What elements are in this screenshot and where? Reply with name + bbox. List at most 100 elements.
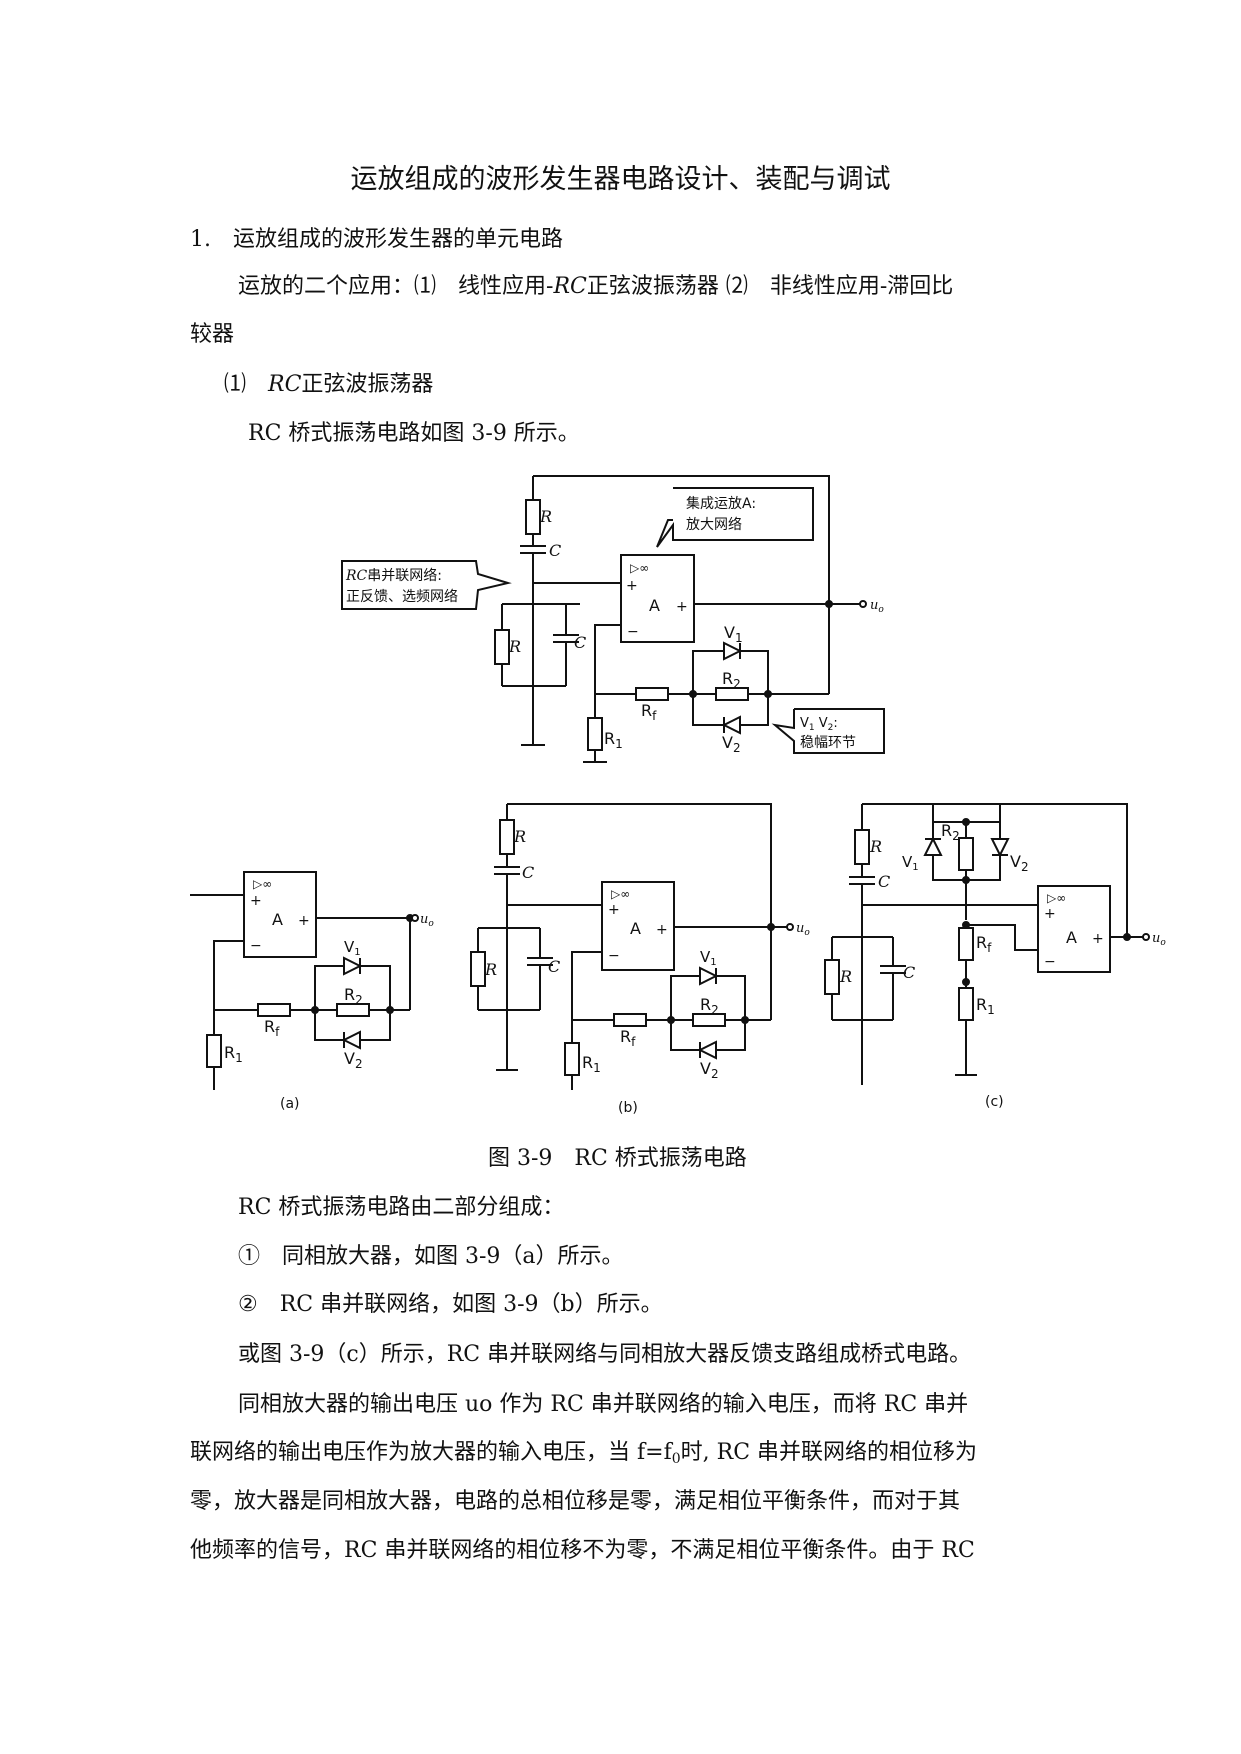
lbl-main-V2: V2	[722, 733, 741, 755]
paragraph-long-line-2: 联网络的输出电压作为放大器的输入电压，当 f=f0时, RC 串并联网络的相位移…	[190, 1438, 977, 1474]
lbl-a-V1: V1	[344, 938, 361, 958]
callout-rc-rest: 串并联网络:	[367, 568, 442, 584]
lbl-main-R1: R1	[604, 729, 623, 751]
list-item-1: ① 同相放大器，如图 3-9（a）所示。	[238, 1244, 624, 1269]
lbl-a-inf: ▷∞	[253, 877, 272, 891]
R2-a	[337, 1004, 369, 1016]
lbl-b-Rf: Rf	[620, 1027, 636, 1049]
sub-circuit-b	[471, 804, 794, 1090]
callout-rc-line1: RC串并联网络:	[345, 568, 442, 584]
lbl-b-A: A	[630, 919, 641, 938]
lbl-c-R1: R1	[976, 995, 995, 1017]
lbl-b-V2: V2	[700, 1059, 719, 1081]
paragraph-parts: RC 桥式振荡电路由二部分组成：	[238, 1195, 565, 1220]
lbl-a-V1-s: 1	[354, 947, 360, 958]
R-parallel-b	[471, 952, 485, 986]
lbl-sub-a: (a)	[280, 1096, 300, 1112]
lbl-b-Rf-r: R	[620, 1027, 631, 1046]
lbl-c-Rp: R	[839, 967, 852, 986]
lbl-main-Cp: C	[574, 633, 586, 652]
lbl-b-V1-v: V	[700, 948, 711, 966]
callout-opamp-line2: 放大网络	[686, 517, 742, 533]
R1-a	[207, 1035, 221, 1067]
lbl-c-R: R	[869, 837, 882, 856]
R2-b	[693, 1014, 725, 1026]
main-opamp	[621, 555, 694, 642]
sub1-rest: 正弦波振荡器	[301, 372, 434, 397]
lbl-b-V1-s: 1	[710, 957, 716, 968]
callout-v-line1: V1 V2:	[800, 716, 838, 733]
main-diode-V1	[724, 643, 740, 659]
lbl-main-inf: ▷∞	[630, 561, 649, 575]
figure-intro: RC 桥式振荡电路如图 3-9 所示。	[248, 421, 580, 446]
callout-rc	[342, 561, 508, 609]
p-long-2sub: 0	[671, 1451, 681, 1467]
lbl-main-V1: V1	[724, 623, 743, 645]
lbl-a-R2-s: 2	[355, 993, 363, 1007]
main-diode-V2	[724, 717, 740, 733]
lbl-main-plus2: +	[676, 599, 688, 615]
lbl-b-C: C	[522, 863, 534, 882]
lbl-a-Rf: Rf	[264, 1017, 280, 1039]
paragraph-long-line-1: 同相放大器的输出电压 uo 作为 RC 串并联网络的输入电压，而将 RC 串并	[238, 1392, 969, 1417]
lbl-b-V1: V1	[700, 948, 717, 968]
lbl-a-R1-r: R	[224, 1043, 235, 1062]
lbl-a-uo-o: o	[428, 919, 434, 929]
lbl-c-plus: +	[1044, 906, 1056, 922]
lbl-a-V2-s: 2	[355, 1057, 363, 1071]
lbl-main-R2-r: R	[722, 669, 733, 688]
lbl-b-R1-s: 1	[593, 1061, 601, 1075]
lbl-c-R2: R2	[941, 821, 960, 843]
lbl-main-R: R	[539, 507, 552, 526]
sub1-rc: RC	[268, 372, 302, 397]
lbl-b-R2: R2	[700, 995, 719, 1017]
lbl-a-plus2: +	[298, 913, 310, 929]
R-series-b	[500, 820, 514, 854]
lbl-c-V1: V1	[902, 853, 919, 873]
lbl-a-minus: −	[250, 938, 262, 954]
lbl-b-R1: R1	[582, 1053, 601, 1075]
lbl-b-Rf-s: f	[631, 1035, 636, 1049]
para-apps-b: 正弦波振荡器 ⑵ 非线性应用-滞回比	[586, 274, 954, 299]
para-apps-rc: RC	[553, 274, 587, 299]
main-R2	[716, 688, 748, 700]
diode-V1-a	[344, 958, 360, 974]
lbl-c-R1-s: 1	[987, 1003, 995, 1017]
lbl-b-Rp: R	[484, 960, 497, 979]
lbl-sub-b: (b)	[618, 1100, 638, 1116]
lbl-b-V2-s: 2	[711, 1067, 719, 1081]
lbl-a-A: A	[272, 910, 283, 929]
lbl-c-V2: V2	[1010, 852, 1029, 874]
lbl-main-R1-s: 1	[615, 737, 623, 751]
para-apps-a: 运放的二个应用：⑴ 线性应用-	[238, 274, 554, 299]
lbl-a-R1-s: 1	[235, 1051, 243, 1065]
lbl-c-R2-s: 2	[952, 829, 960, 843]
cv-v: V	[800, 716, 809, 731]
callout-rc-rc: RC	[345, 568, 368, 584]
cv-e: :	[833, 716, 837, 731]
Rf-a	[258, 1004, 290, 1016]
lbl-a-V2: V2	[344, 1049, 363, 1071]
lbl-b-R: R	[513, 827, 526, 846]
lbl-main-R1-r: R	[604, 729, 615, 748]
lbl-c-Cp: C	[903, 963, 915, 982]
lbl-a-V2-v: V	[344, 1049, 355, 1068]
lbl-c-V2-v: V	[1010, 852, 1021, 871]
lbl-main-V1-v: V	[724, 623, 735, 642]
lbl-a-Rf-r: R	[264, 1017, 275, 1036]
lbl-c-uo-o: o	[1160, 938, 1166, 948]
sub-circuit-a	[190, 872, 419, 1090]
lbl-a-R1: R1	[224, 1043, 243, 1065]
callout-rc-line2: 正反馈、选频网络	[346, 589, 458, 605]
page-title: 运放组成的波形发生器电路设计、装配与调试	[350, 164, 891, 195]
figure-caption: 图 3-9 RC 桥式振荡电路	[488, 1146, 747, 1171]
lbl-main-Rf: Rf	[641, 701, 657, 723]
lbl-c-Rf: Rf	[976, 933, 992, 955]
R1-c	[959, 988, 973, 1020]
lbl-a-Rf-s: f	[275, 1025, 280, 1039]
callout-v-line2: 稳幅环节	[800, 735, 856, 751]
paragraph-applications-cont: 较器	[190, 322, 235, 347]
lbl-b-plus: +	[608, 902, 620, 918]
lbl-c-V1-s: 1	[912, 862, 918, 873]
lbl-main-Rf-s: f	[652, 709, 657, 723]
